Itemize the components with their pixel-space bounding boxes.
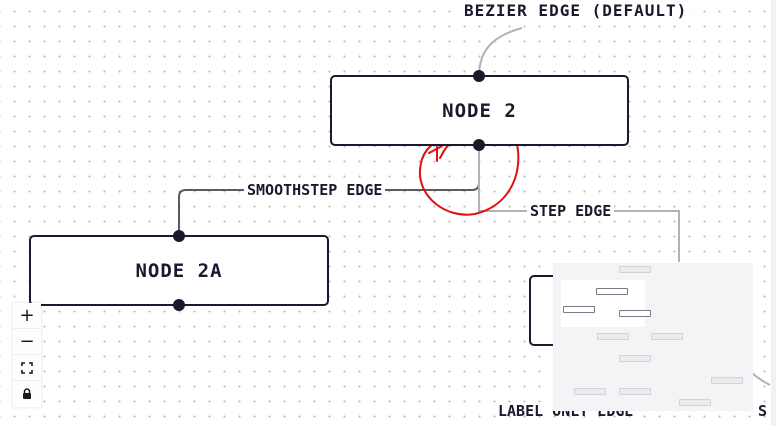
minimap-node [597,333,629,340]
minimap-node [711,377,743,384]
zoom-in-icon: + [19,305,35,326]
fit-view-icon [21,361,33,374]
red-tick-annotation [428,145,443,162]
node-2a-target-handle[interactable] [173,230,185,242]
minimap-node [596,288,628,295]
right-edge[interactable] [751,372,771,386]
bezier-edge-label: BEZIER EDGE (DEFAULT) [461,1,691,21]
step-edge-label: STEP EDGE [527,201,615,221]
zoom-out-icon: − [19,331,35,352]
zoom-out-button[interactable]: − [13,329,41,355]
minimap-node [679,399,711,406]
scrollbar-track[interactable] [771,0,776,426]
minimap-viewport[interactable] [561,280,645,327]
smoothstep-edge-label: SMOOTHSTEP EDGE [244,180,386,200]
flow-controls: + − [13,303,41,407]
node-2[interactable]: NODE 2 [330,75,629,146]
minimap-node [651,333,683,340]
node-2-target-handle[interactable] [473,70,485,82]
minimap-node [619,266,651,273]
zoom-in-button[interactable]: + [13,303,41,329]
lock-button[interactable] [13,381,41,407]
node-2-label: NODE 2 [442,99,517,122]
minimap[interactable] [553,263,753,411]
right-edge-label: S [758,402,768,420]
node-2-source-handle[interactable] [473,139,485,151]
minimap-node [619,355,651,362]
minimap-node [619,388,651,395]
node-2a-label: NODE 2A [135,259,223,282]
minimap-node [619,310,651,317]
fit-view-button[interactable] [13,355,41,381]
node-2a-source-handle[interactable] [173,299,185,311]
bezier-edge[interactable] [478,27,523,77]
minimap-node [563,306,595,313]
lock-icon [23,388,31,399]
node-2a[interactable]: NODE 2A [29,235,329,306]
minimap-node [574,388,606,395]
